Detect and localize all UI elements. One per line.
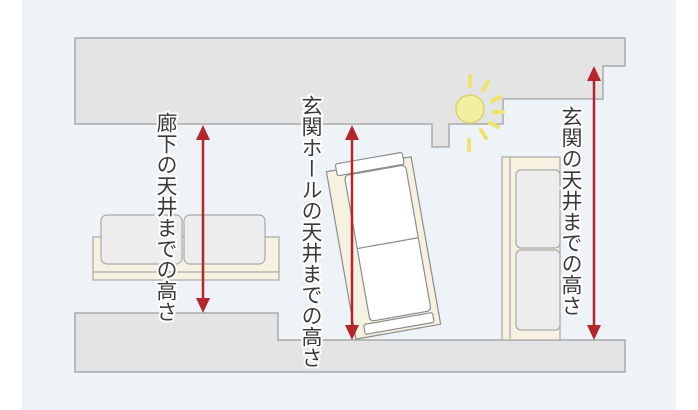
entrance-height-label: 玄関の天井までの高さ xyxy=(557,104,585,318)
entrance-hall-height-arrow xyxy=(345,125,359,340)
upright-sofa-icon xyxy=(501,156,561,341)
entrance-height-arrow xyxy=(587,66,601,340)
floor-wall xyxy=(74,312,626,373)
ceiling-light-icon xyxy=(455,74,505,152)
sofa-icon xyxy=(92,214,280,281)
entrance-hall-height-label: 玄関ホールの天井までの高さ xyxy=(297,93,325,370)
ceiling-wall xyxy=(74,37,626,148)
corridor-height-arrow xyxy=(196,125,210,313)
corridor-height-label: 廊下の天井までの高さ xyxy=(152,110,180,324)
